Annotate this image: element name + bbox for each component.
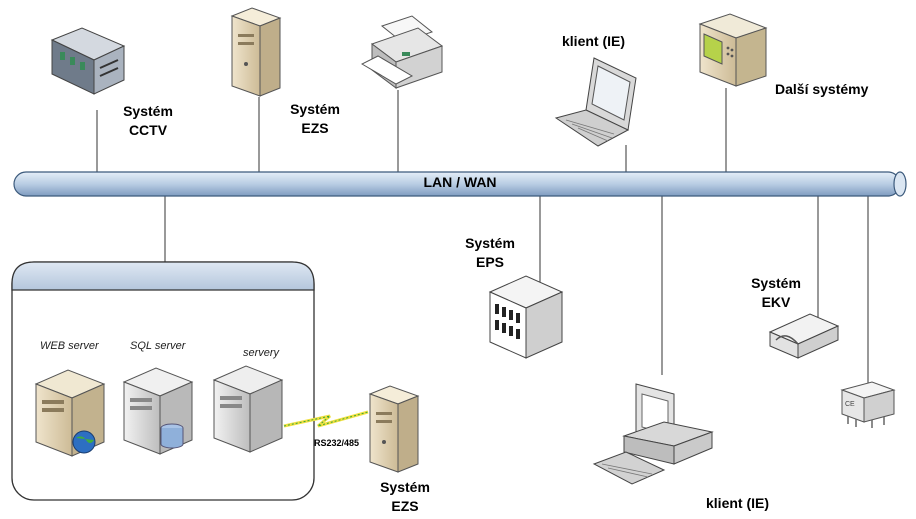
ezs-tower-bottom-icon	[368, 385, 420, 473]
eps-panel-icon	[488, 275, 564, 359]
ezs-bottom-label-line2: EZS	[391, 498, 419, 514]
ezs-top-label-line2: EZS	[301, 120, 329, 136]
servers-icon	[212, 365, 284, 453]
ekv-label: Systém EKV	[738, 274, 814, 312]
cctv-label-line2: CCTV	[128, 122, 168, 138]
ezs-top-label: Systém EZS	[279, 100, 351, 138]
cctv-label: Systém CCTV	[112, 102, 184, 140]
cctv-label-line1: Systém	[123, 103, 173, 119]
other-systems-label: Další systémy	[775, 81, 869, 97]
sql-server-label: SQL server	[130, 340, 186, 352]
sql-server-icon	[122, 367, 194, 455]
ekv-reader-icon	[768, 313, 840, 359]
lan-wan-bus	[13, 171, 907, 197]
client-bottom-label: klient (IE)	[706, 495, 770, 511]
eps-label-line1: Systém	[465, 235, 515, 251]
web-server-label: WEB server	[40, 340, 99, 352]
other-systems-device-icon	[698, 13, 768, 87]
laptop-top-icon	[554, 57, 637, 147]
lan-wan-label: LAN / WAN	[423, 174, 497, 190]
ekv-label-line1: Systém	[751, 275, 801, 291]
serial-link-label: RS232/485	[314, 438, 360, 448]
desktop-pc-icon	[592, 383, 714, 485]
ezs-bottom-label-line1: Systém	[380, 479, 430, 495]
connection-lines	[96, 88, 869, 390]
client-top-label: klient (IE)	[562, 33, 626, 49]
eps-label: Systém EPS	[452, 234, 528, 272]
ezs-top-label-line1: Systém	[290, 101, 340, 117]
ekv-label-line2: EKV	[761, 294, 791, 310]
web-server-icon	[34, 369, 106, 457]
cctv-recorder-icon	[50, 27, 126, 95]
eps-label-line2: EPS	[475, 254, 504, 270]
ezs-tower-top-icon	[230, 7, 282, 97]
svg-text:CE: CE	[845, 401, 855, 408]
relay-module-icon: CE	[840, 381, 896, 428]
printer-icon	[360, 15, 444, 89]
ezs-bottom-label: Systém EZS	[368, 478, 442, 516]
servers-label: servery	[243, 347, 280, 359]
